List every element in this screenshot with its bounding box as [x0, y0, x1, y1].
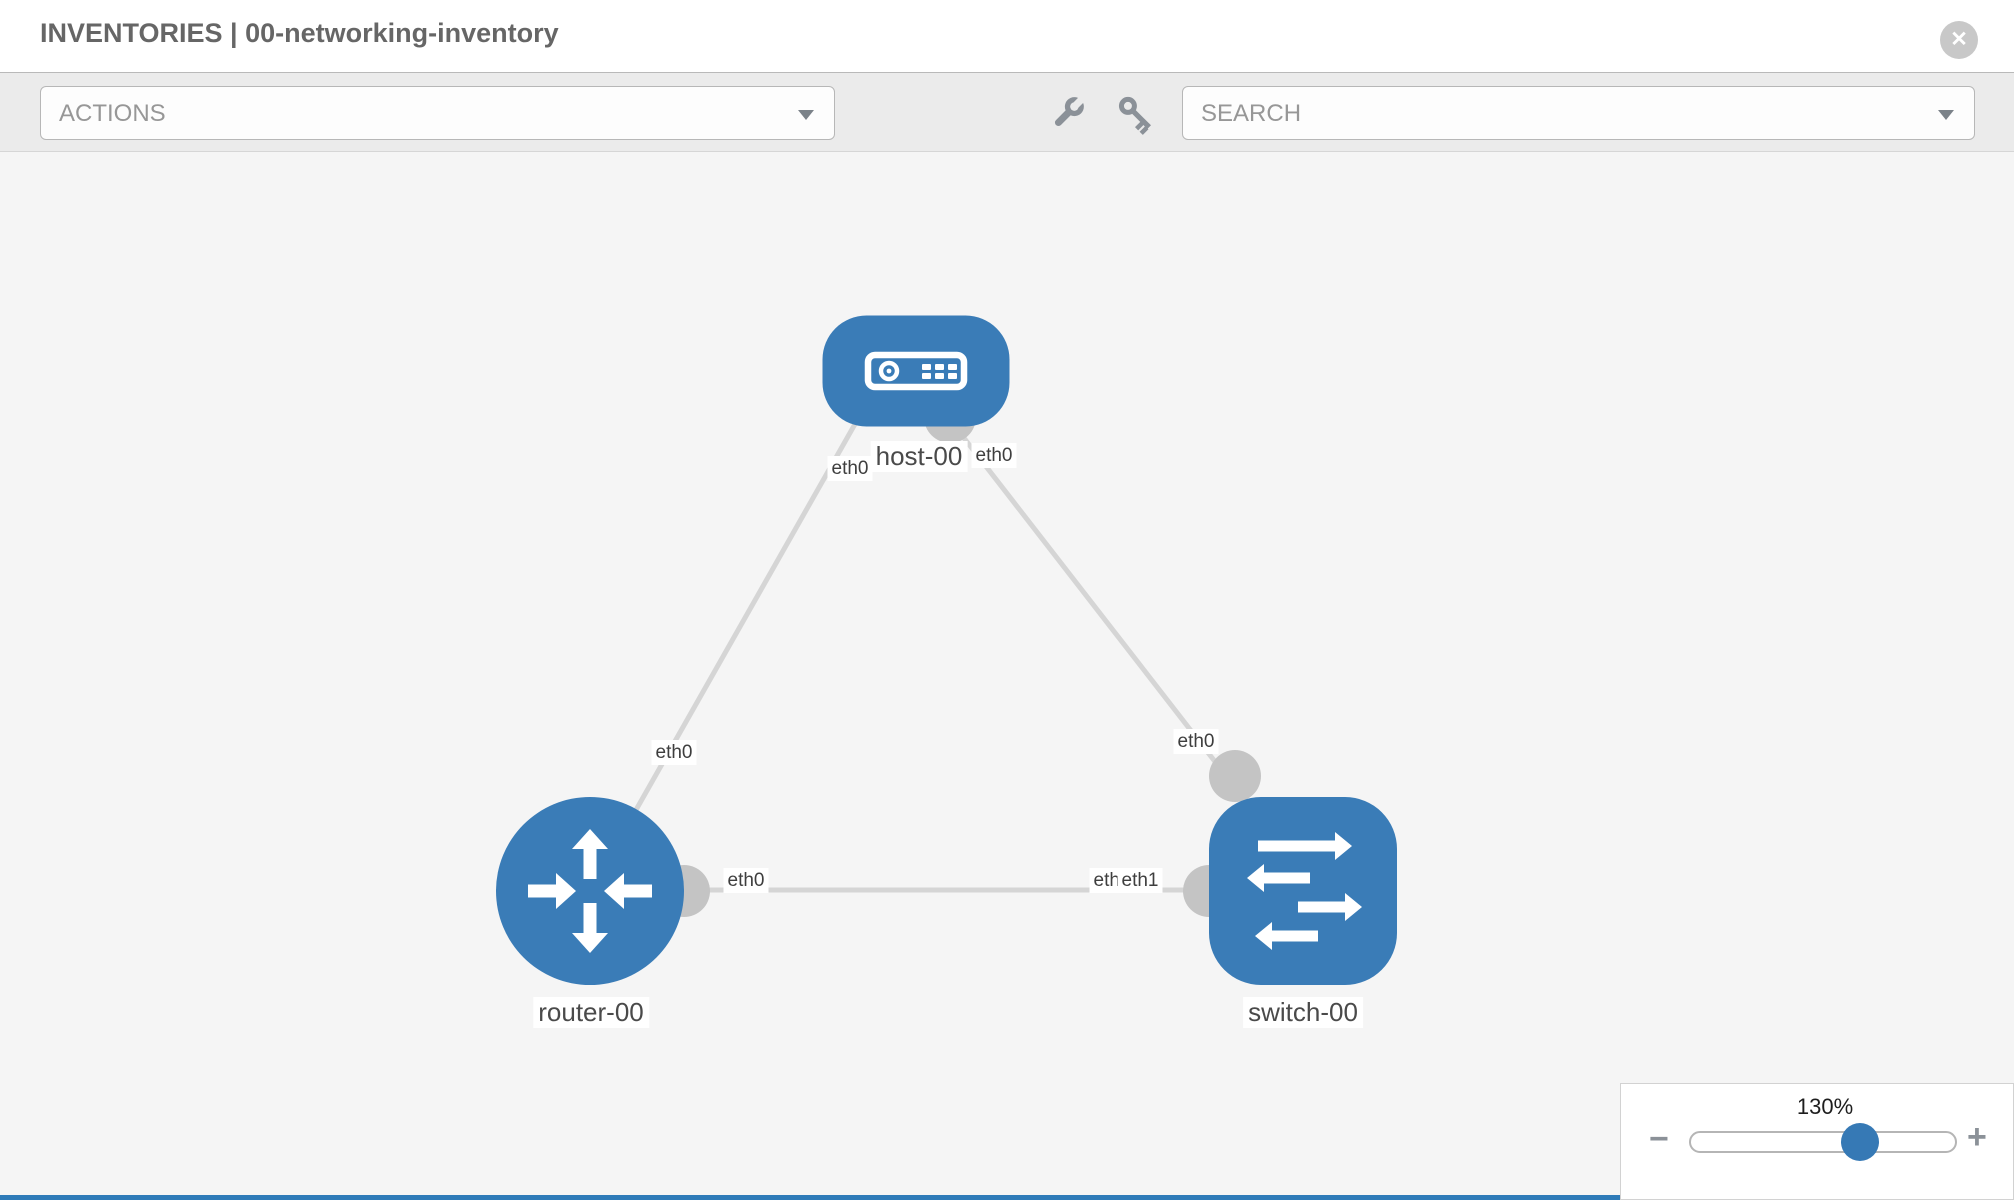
node-switch-00[interactable] — [1209, 797, 1397, 985]
key-icon — [1118, 96, 1151, 135]
search-placeholder: SEARCH — [1201, 100, 1302, 127]
toolbar: ACTIONS — [0, 72, 2014, 152]
chevron-down-icon — [1938, 110, 1954, 120]
zoom-level: 130% — [1796, 1094, 1854, 1119]
node-host-00[interactable] — [822, 315, 1010, 427]
search-dropdown[interactable]: SEARCH — [1182, 86, 1975, 140]
host-icon — [864, 351, 968, 391]
link-host-00-switch-00[interactable] — [948, 418, 1239, 792]
canvas-footer-bar — [0, 1195, 1620, 1200]
key-button[interactable] — [1113, 91, 1157, 135]
close-icon: ✕ — [1950, 28, 1968, 51]
switch-icon — [1247, 832, 1362, 950]
node-router-00[interactable] — [496, 797, 684, 985]
wrench-icon — [1054, 94, 1087, 127]
actions-dropdown-label: ACTIONS — [59, 100, 166, 127]
close-button[interactable]: ✕ — [1940, 21, 1978, 59]
actions-dropdown[interactable]: ACTIONS — [40, 86, 835, 140]
chevron-down-icon — [798, 110, 814, 120]
header: INVENTORIES | 00-networking-inventory ✕ — [0, 0, 2014, 72]
router-icon — [528, 829, 652, 953]
zoom-panel: 130% − + — [1620, 1083, 2014, 1200]
zoom-in-button[interactable]: + — [1967, 1118, 1987, 1156]
zoom-slider-handle[interactable] — [1840, 1123, 1879, 1161]
zoom-out-button[interactable]: − — [1649, 1120, 1669, 1158]
configure-button[interactable] — [1046, 91, 1090, 135]
zoom-slider-track[interactable] — [1689, 1123, 1957, 1161]
interface-circle-switch-00[interactable] — [1209, 750, 1261, 802]
topology-svg — [496, 315, 1397, 985]
page-title: INVENTORIES | 00-networking-inventory — [40, 18, 559, 48]
